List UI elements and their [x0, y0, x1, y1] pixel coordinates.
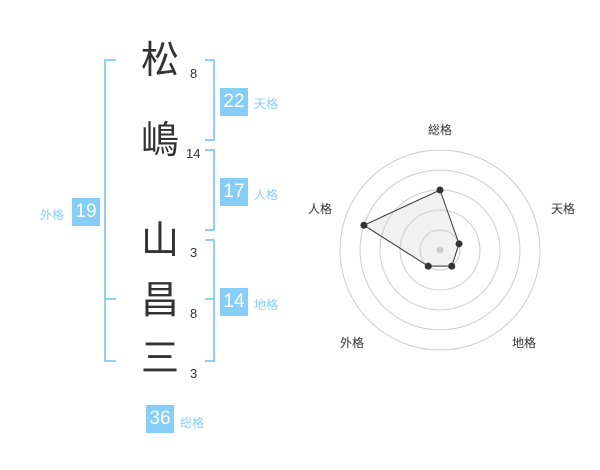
- chikaku-bracket-tick: [205, 298, 215, 300]
- jinkaku-label: 人格: [254, 188, 279, 202]
- radar-center: [436, 246, 444, 254]
- stroke-count-3: 3: [190, 245, 198, 260]
- radar-area: [362, 189, 460, 267]
- stroke-count-5: 3: [190, 366, 198, 381]
- name-char-4: 昌: [140, 278, 179, 322]
- radar-point-5: [360, 221, 368, 229]
- radar-point-2: [455, 240, 463, 248]
- name-char-2: 嶋: [140, 118, 179, 162]
- name-char-3: 山: [140, 218, 179, 262]
- gaikaku-value: 19: [72, 198, 100, 226]
- jinkaku-bracket: [205, 149, 215, 231]
- radar-ring: [359, 169, 521, 331]
- axis-label-jinkaku: 人格: [308, 201, 332, 216]
- tenkaku-bracket: [205, 59, 215, 141]
- chikaku-value: 14: [220, 288, 248, 316]
- axis-label-gaikaku: 外格: [340, 335, 364, 350]
- soukaku-label: 総格: [180, 416, 205, 430]
- gaikaku-label: 外格: [40, 208, 65, 222]
- gaikaku-bracket: [104, 59, 116, 362]
- tenkaku-label: 天格: [254, 97, 279, 111]
- chikaku-label: 地格: [254, 298, 279, 312]
- jinkaku-value: 17: [220, 178, 248, 206]
- soukaku-value: 36: [146, 405, 174, 433]
- stroke-count-4: 8: [190, 306, 198, 321]
- radar-ring: [339, 149, 541, 351]
- radar-ring: [419, 229, 461, 271]
- axis-label-chikaku: 地格: [512, 335, 536, 350]
- axis-label-tenkaku: 天格: [551, 201, 575, 216]
- gaikaku-bracket-tick: [104, 298, 116, 300]
- stroke-count-2: 14: [186, 146, 201, 161]
- chikaku-bracket: [205, 239, 215, 362]
- stroke-count-1: 8: [190, 66, 198, 81]
- axis-label-soukaku: 総格: [428, 122, 452, 137]
- radar-ring: [399, 209, 481, 291]
- radar-point-4: [424, 262, 432, 270]
- name-char-5: 三: [140, 336, 179, 380]
- radar-point-1: [436, 186, 444, 194]
- radar-point-3: [448, 262, 456, 270]
- name-char-1: 松: [140, 38, 179, 82]
- tenkaku-value: 22: [220, 88, 248, 116]
